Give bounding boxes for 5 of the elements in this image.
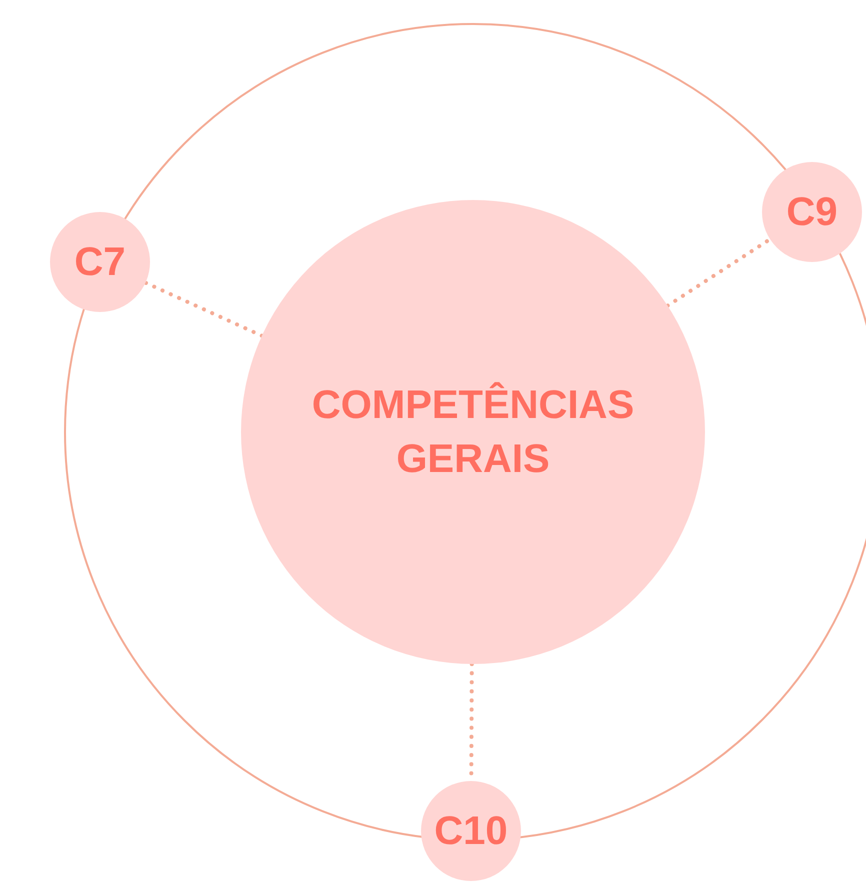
competency-label: C7 [74,239,126,286]
dotted-connector [144,280,264,338]
competency-label: C10 [434,808,508,855]
competency-label: C9 [786,189,838,236]
center-title: COMPETÊNCIAS GERAIS [310,381,636,483]
